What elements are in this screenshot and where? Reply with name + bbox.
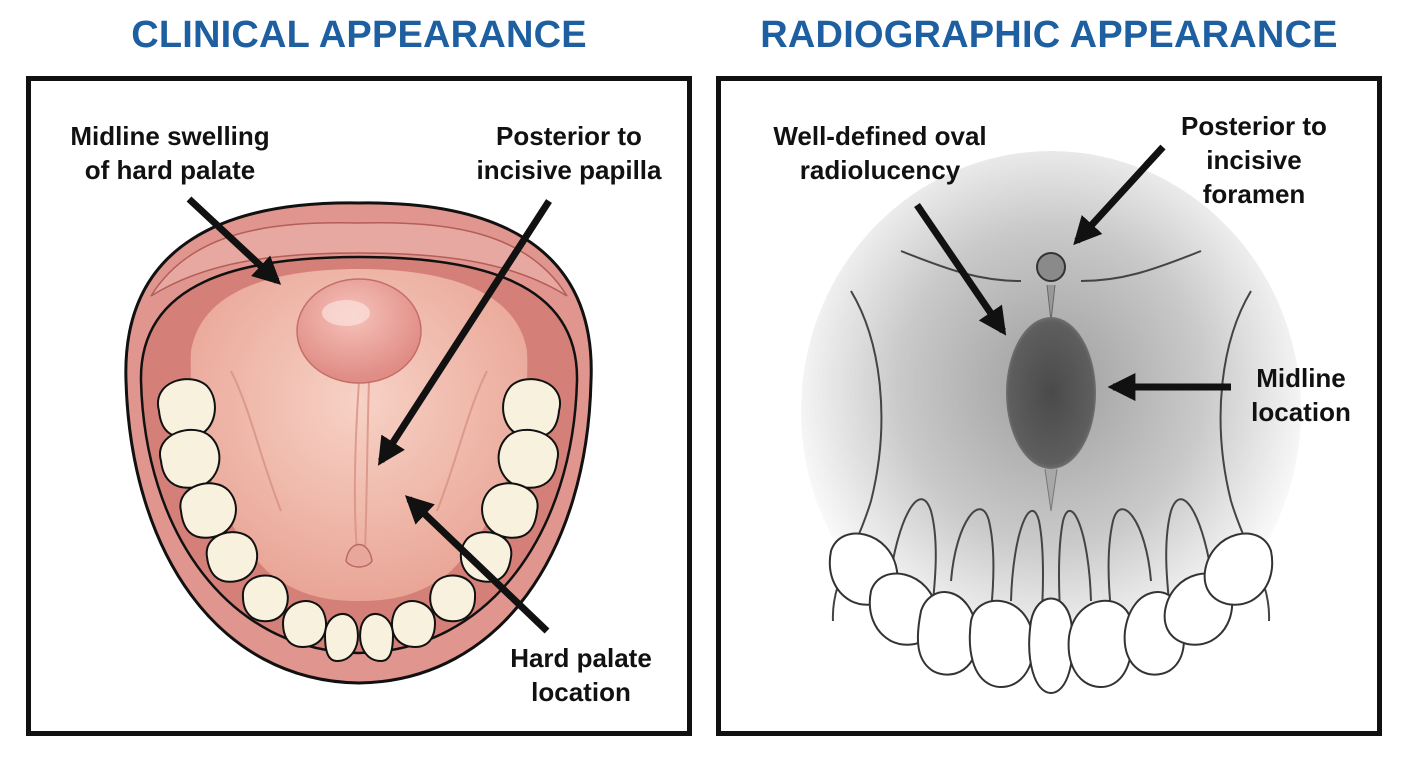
- label-hard-palate: Hard palate location: [510, 643, 652, 707]
- label-posterior-papilla: Posterior to incisive papilla: [476, 121, 662, 185]
- arrow-to-radiolucency: [914, 203, 1007, 336]
- palatal-rugae: [230, 370, 488, 552]
- arrow-to-foramen: [1073, 144, 1166, 246]
- incisive-papilla: [345, 543, 373, 568]
- arrow-to-papilla: [377, 199, 552, 466]
- palatal-swelling: [296, 278, 422, 384]
- arrow-to-swelling: [186, 196, 282, 285]
- upper-lip-band: [150, 222, 568, 297]
- incisive-foramen: [1036, 252, 1066, 282]
- clinical-appearance-title: CLINICAL APPEARANCE: [131, 14, 587, 56]
- radiograph-illustration: [801, 144, 1301, 695]
- tooth-crowns: [828, 532, 1274, 695]
- label-oval-radiolucency: Well-defined oval radiolucency: [773, 121, 987, 185]
- radiographic-appearance-title: RADIOGRAPHIC APPEARANCE: [760, 14, 1338, 56]
- label-posterior-foramen: Posterior to incisive foramen: [1181, 111, 1327, 209]
- label-midline-swelling: Midline swelling of hard palate: [70, 121, 270, 185]
- arrow-to-hard-palate: [404, 495, 550, 634]
- clinical-illustration: [124, 196, 593, 685]
- clinical-panel: Midline swelling of hard palate Posterio…: [26, 76, 692, 736]
- oval-radiolucency: [1006, 317, 1096, 469]
- upper-teeth: [156, 378, 562, 663]
- tooth-roots: [890, 498, 1212, 622]
- radiographic-panel: Well-defined oval radiolucency Posterior…: [716, 76, 1382, 736]
- hard-palate: [190, 269, 528, 601]
- label-midline-location: Midline location: [1251, 363, 1351, 427]
